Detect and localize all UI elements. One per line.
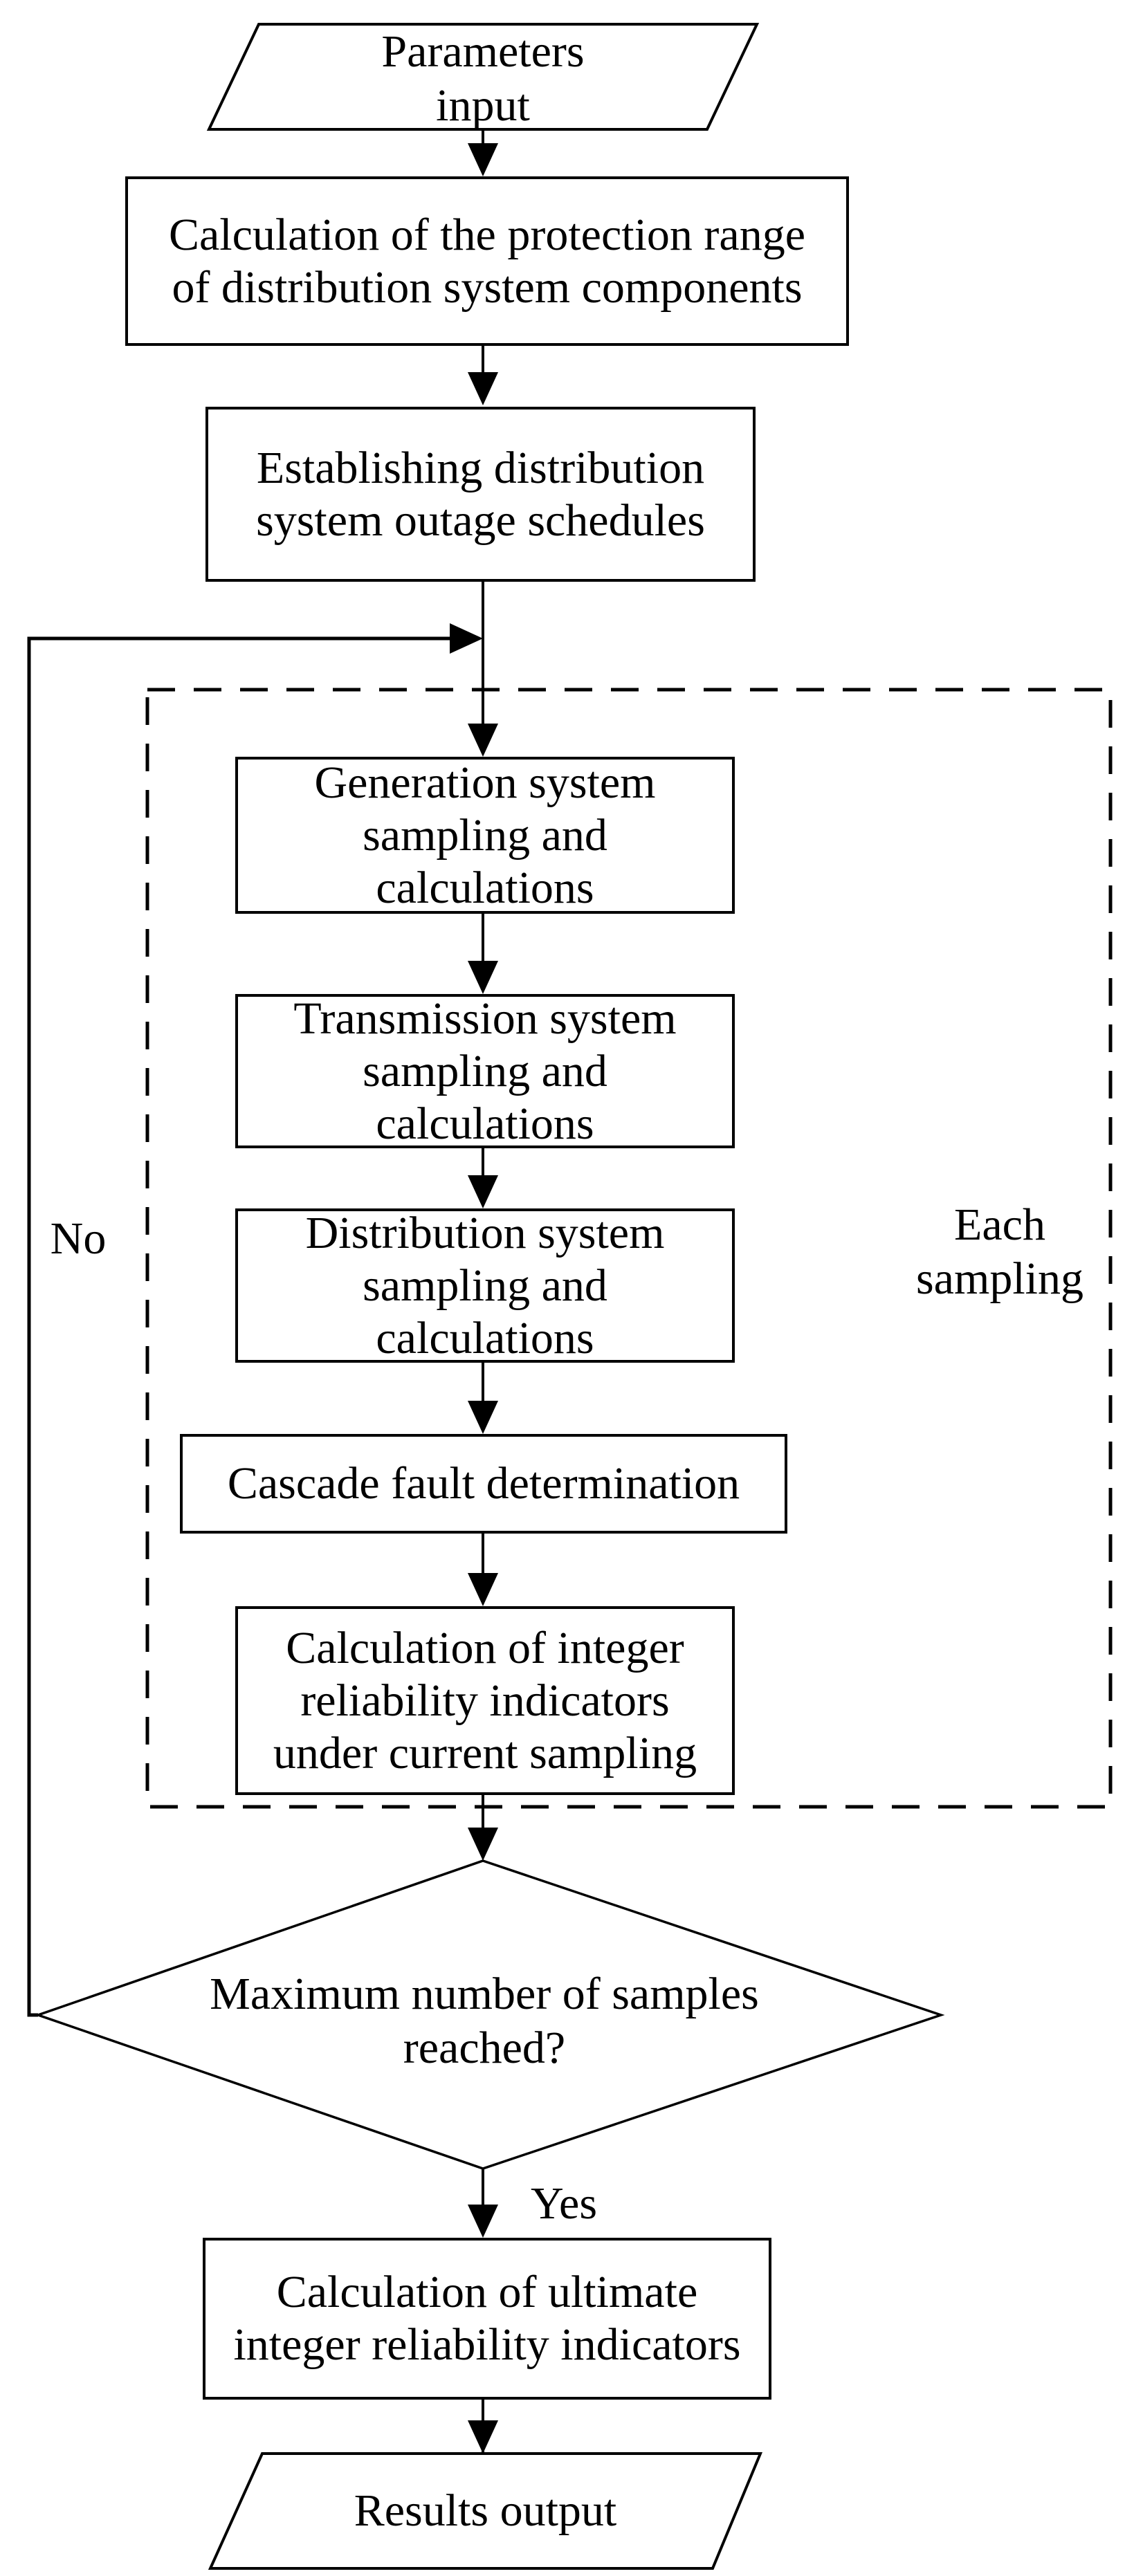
node-establish-outage-schedules: Establishing distribution system outage … bbox=[205, 407, 756, 582]
node-text-line: Distribution system bbox=[305, 1207, 665, 1258]
node-calc-integer-indicators: Calculation of integer reliability indic… bbox=[235, 1606, 735, 1795]
node-text-line: sampling and bbox=[363, 1260, 607, 1311]
each-sampling-label: Each sampling bbox=[893, 1198, 1107, 1306]
each-sampling-label-line: Each bbox=[954, 1199, 1045, 1250]
node-max-samples-decision-text: Maximum number of samples reached? bbox=[138, 1967, 830, 2075]
node-cascade-fault: Cascade fault determination bbox=[180, 1434, 787, 1534]
arrowhead-into-protection bbox=[468, 143, 498, 176]
node-text-line: calculations bbox=[376, 862, 594, 913]
no-branch-label: No bbox=[50, 1213, 107, 1264]
arrowhead-into-results bbox=[468, 2420, 498, 2454]
arrowhead-into-generation bbox=[468, 724, 498, 757]
arrowhead-into-outage bbox=[468, 372, 498, 405]
node-text-line: sampling and bbox=[363, 809, 607, 861]
yes-branch-label: Yes bbox=[530, 2178, 598, 2229]
each-sampling-label-line: sampling bbox=[916, 1253, 1083, 1304]
node-text-line: Maximum number of samples bbox=[210, 1969, 759, 2019]
node-text-line: Calculation of the protection range bbox=[168, 209, 805, 260]
node-text-line: integer reliability indicators bbox=[233, 2319, 741, 2370]
arrowhead-into-decision bbox=[468, 1828, 498, 1861]
node-results-output-text: Results output bbox=[210, 2454, 760, 2568]
node-text-line: sampling and bbox=[363, 1045, 607, 1096]
each-sampling-dashed-boundary bbox=[145, 688, 1113, 1809]
node-text-line: under current sampling bbox=[273, 1727, 697, 1778]
node-text-line: Parameters bbox=[381, 26, 585, 77]
arrowheads bbox=[450, 143, 498, 2454]
arrowhead-into-integer bbox=[468, 1573, 498, 1606]
node-text-line: input bbox=[436, 80, 530, 131]
node-text-line: calculations bbox=[376, 1098, 594, 1149]
arrowhead-into-ultimate bbox=[468, 2205, 498, 2238]
node-transmission-sampling: Transmission system sampling and calcula… bbox=[235, 993, 735, 1149]
node-text-line: Results output bbox=[354, 2485, 617, 2536]
node-text-line: system outage schedules bbox=[256, 495, 705, 546]
node-calc-protection-range: Calculation of the protection range of d… bbox=[125, 176, 849, 346]
node-parameters-input-text: Parameters input bbox=[209, 26, 757, 131]
node-text-line: calculations bbox=[376, 1312, 594, 1363]
node-text-line: Generation system bbox=[314, 757, 656, 808]
node-text-line: reliability indicators bbox=[300, 1675, 670, 1726]
node-generation-sampling: Generation system sampling and calculati… bbox=[235, 757, 735, 914]
arrowhead-into-transmission bbox=[468, 961, 498, 994]
node-text-line: Transmission system bbox=[293, 993, 677, 1044]
arrowhead-into-distribution bbox=[468, 1175, 498, 1208]
node-distribution-sampling: Distribution system sampling and calcula… bbox=[235, 1208, 735, 1363]
node-text-line: Establishing distribution bbox=[256, 442, 705, 493]
node-text-line: reached? bbox=[403, 2023, 566, 2073]
node-calc-ultimate-indicators: Calculation of ultimate integer reliabil… bbox=[203, 2238, 771, 2400]
node-text-line: Cascade fault determination bbox=[227, 1458, 740, 1509]
node-text-line: Calculation of integer bbox=[286, 1622, 684, 1673]
results-output-shape bbox=[208, 2452, 762, 2570]
node-text-line: Calculation of ultimate bbox=[276, 2267, 698, 2317]
parameters-input-shape bbox=[206, 23, 760, 131]
arrowhead-into-cascade bbox=[468, 1401, 498, 1434]
node-text-line: of distribution system components bbox=[172, 261, 803, 313]
no-loop-line bbox=[27, 636, 450, 2017]
arrowhead-loop-rejoin bbox=[450, 623, 483, 654]
